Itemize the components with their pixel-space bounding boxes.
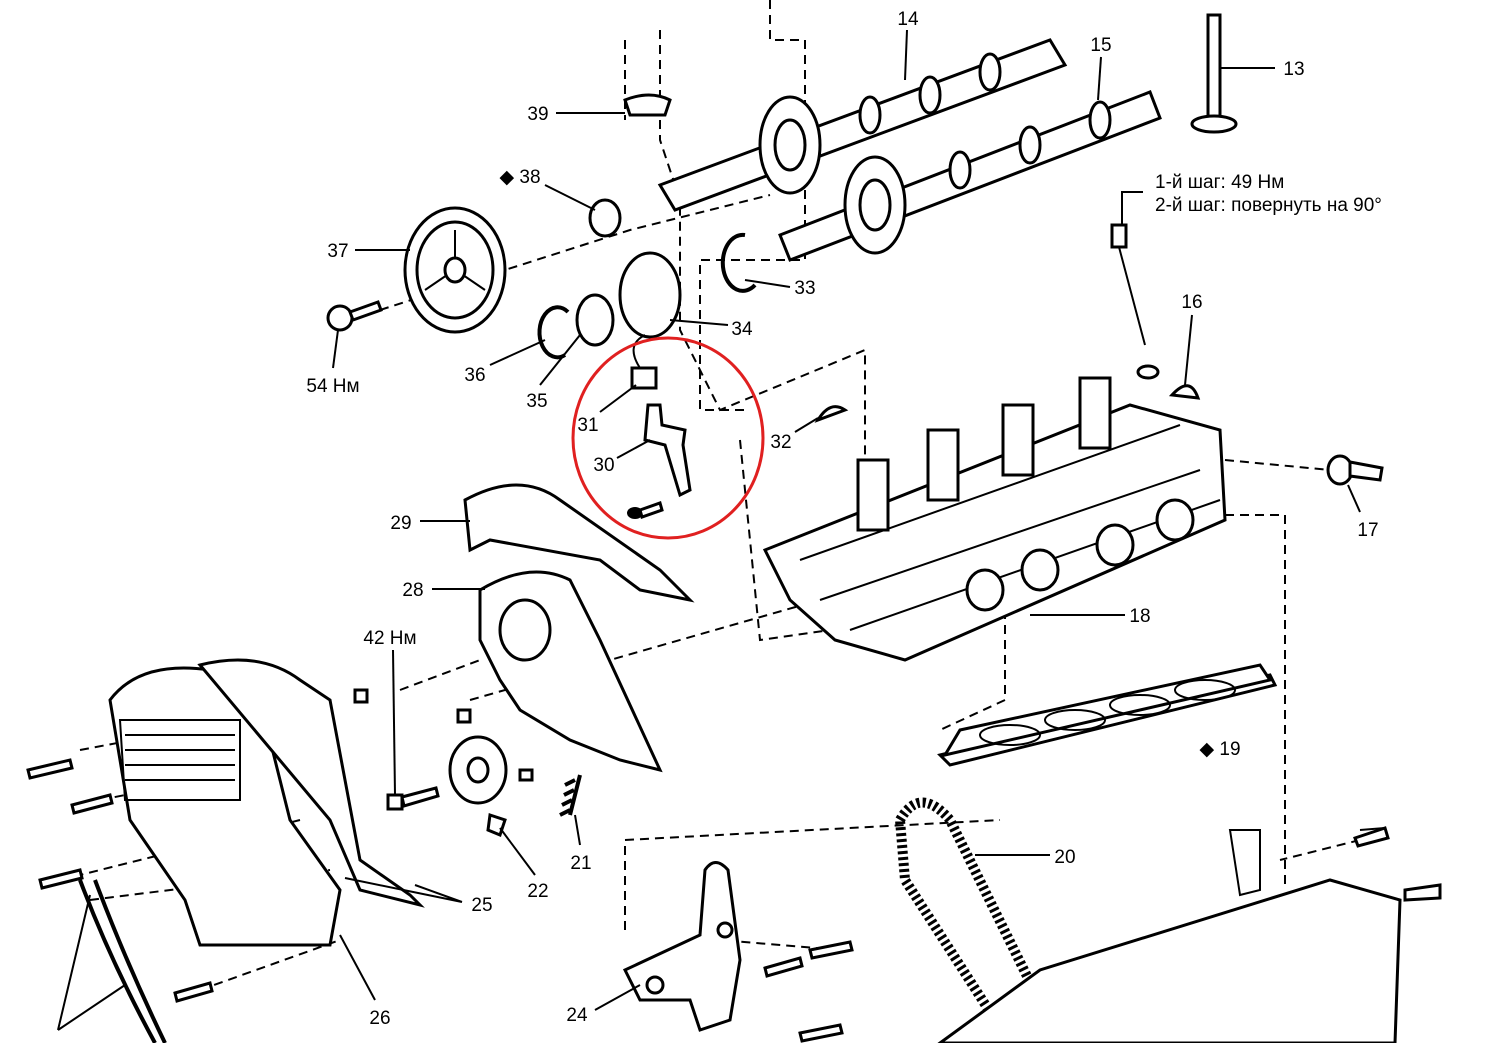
camshaft-14 — [657, 38, 1068, 212]
timing-cover-28 — [478, 570, 663, 773]
callout-38: ◆ 38 — [499, 167, 540, 188]
oil-seal-38 — [588, 198, 622, 238]
sensor-17 — [1326, 454, 1384, 486]
callout-37: 37 — [327, 241, 348, 262]
leader-lines — [57, 29, 1361, 1031]
plug-16 — [1168, 384, 1201, 400]
valve-13 — [1190, 13, 1238, 134]
callout-31: 31 — [577, 415, 598, 436]
callout-16: 16 — [1181, 292, 1202, 313]
head-gasket-19 — [937, 663, 1278, 767]
ring-35 — [575, 293, 615, 347]
bolt-54 — [326, 300, 383, 332]
callout-15: 15 — [1090, 35, 1111, 56]
callout-20: 20 — [1054, 847, 1075, 868]
callout-35: 35 — [526, 391, 547, 412]
callout-18: 18 — [1129, 606, 1150, 627]
callout-32: 32 — [770, 432, 791, 453]
tensioner-22 — [448, 735, 508, 838]
callout-26: 26 — [369, 1008, 390, 1029]
callout-22: 22 — [527, 881, 548, 902]
callout-21: 21 — [570, 853, 591, 874]
callout-17: 17 — [1357, 520, 1378, 541]
callout-33: 33 — [794, 278, 815, 299]
callout-13: 13 — [1283, 59, 1304, 80]
snap-ring-33 — [720, 232, 757, 293]
highlight-circle — [571, 336, 765, 540]
callout-14: 14 — [897, 9, 919, 30]
engine-block — [937, 878, 1402, 1043]
camshaft-15 — [778, 90, 1162, 262]
timing-belt-20 — [894, 797, 1066, 1043]
plug-32 — [814, 405, 849, 423]
callout-39: 39 — [527, 104, 548, 125]
bearing-cap-39 — [623, 93, 672, 117]
timing-cover-29 — [463, 483, 695, 603]
cylinder-head-18 — [762, 376, 1227, 662]
callout-24: 24 — [566, 1005, 588, 1026]
torque-42: 42 Нм — [363, 628, 416, 649]
callout-29: 29 — [390, 513, 411, 534]
callout-30: 30 — [593, 455, 614, 476]
callout-labels: 14 15 13 39 ◆ 38 37 33 34 16 54 Нм 36 35… — [306, 9, 1382, 1029]
callout-34: 34 — [731, 319, 753, 340]
callout-28: 28 — [402, 580, 423, 601]
head-bolt-torque-step2: 2-й шаг: повернуть на 90° — [1155, 195, 1382, 216]
wire-harness — [78, 879, 167, 1043]
camshaft-pulley-37 — [403, 206, 507, 334]
callout-36: 36 — [464, 365, 485, 386]
gear-34 — [618, 251, 682, 339]
bolts — [26, 688, 1442, 1043]
callout-25: 25 — [471, 895, 492, 916]
bracket-24 — [622, 861, 742, 1032]
spring-21 — [559, 774, 582, 817]
callout-19: ◆ 19 — [1199, 739, 1240, 760]
torque-54: 54 Нм — [306, 376, 359, 397]
head-bolt — [1110, 223, 1160, 380]
cam-position-sensor-30 — [627, 334, 692, 519]
front-cover-25 — [108, 658, 425, 947]
snap-ring-36 — [537, 305, 570, 360]
head-bolt-torque-step1: 1-й шаг: 49 Нм — [1155, 172, 1284, 193]
